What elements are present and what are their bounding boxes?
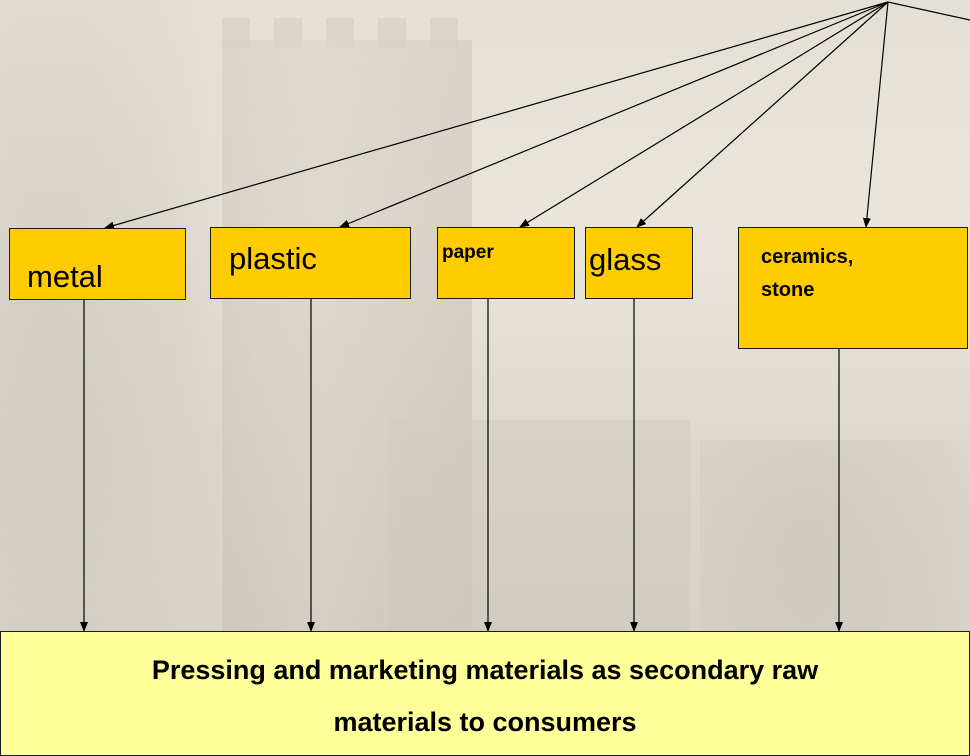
category-box-paper: paper xyxy=(437,227,575,299)
result-box: Pressing and marketing materials as seco… xyxy=(0,631,970,756)
category-box-ceramics: ceramics, stone xyxy=(738,227,968,349)
category-box-glass: glass xyxy=(585,227,693,299)
category-label-metal: metal xyxy=(27,259,103,294)
category-label-ceramics: ceramics, stone xyxy=(761,246,854,301)
arrow-hub-to-plastic xyxy=(339,1,889,228)
category-label-paper: paper xyxy=(442,242,494,263)
arrow-hub-to-metal xyxy=(104,1,889,230)
hub-line xyxy=(887,1,970,21)
result-text: Pressing and marketing materials as seco… xyxy=(151,655,819,737)
arrow-hub-to-paper xyxy=(519,1,889,228)
arrow-hub-to-ceramics xyxy=(862,1,889,228)
category-label-glass: glass xyxy=(589,242,662,277)
arrow-hub-to-glass xyxy=(636,1,889,228)
category-label-plastic: plastic xyxy=(229,241,317,276)
category-box-plastic: plastic xyxy=(210,227,411,299)
category-box-metal: metal xyxy=(9,228,186,300)
